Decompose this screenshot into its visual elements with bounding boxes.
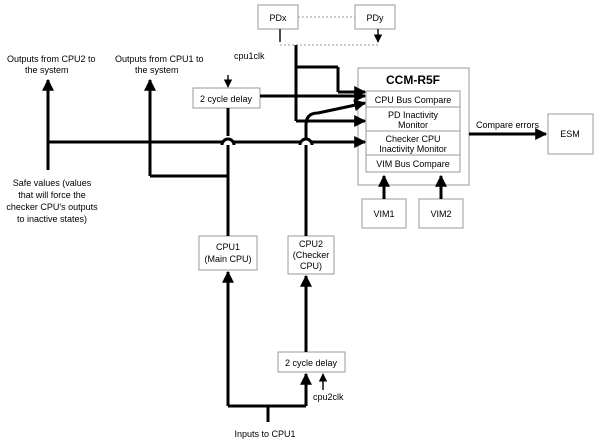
- esm-block: [547, 113, 594, 155]
- cpu2-to-compare-arrow: [317, 99, 367, 115]
- cpu1-label-1: CPU1: [216, 242, 240, 252]
- safe-values-label-1: Safe values (values: [13, 178, 92, 188]
- delay-bottom-label: 2 cycle delay: [285, 358, 338, 368]
- cpu1-outputs-label-1: Outputs from CPU1 to: [115, 54, 204, 64]
- pdy-block: [354, 4, 396, 30]
- checker-inactivity-label-2: Inactivity Monitor: [379, 144, 447, 154]
- cpu2-label-2: (Checker: [293, 250, 330, 260]
- delay-top-label: 2 cycle delay: [200, 94, 253, 104]
- inputs-to-cpu1-label: Inputs to CPU1: [234, 429, 295, 439]
- vim1-block: [361, 198, 407, 229]
- cpu2-hop-mid: [298, 137, 314, 146]
- cpu2-label-1: CPU2: [299, 239, 323, 249]
- cpu2-outputs-label-1: Outputs from CPU2 to: [7, 54, 96, 64]
- cpu2-label-3: CPU): [300, 261, 322, 271]
- cpu1clk-label: cpu1clk: [234, 51, 265, 61]
- compare-errors-label: Compare errors: [476, 120, 540, 130]
- vim1-label: VIM1: [373, 209, 394, 219]
- vim-bus-compare-block: [365, 154, 461, 173]
- cpu-bus-compare-label: CPU Bus Compare: [375, 95, 452, 105]
- safe-values-label-2: that will force the: [18, 190, 86, 200]
- cpu1-outputs-label-2: the system: [135, 65, 179, 75]
- checker-inactivity-label-1: Checker CPU: [385, 134, 440, 144]
- cpu2-outputs-label-2: the system: [25, 65, 69, 75]
- cpu2-curve: [304, 111, 319, 126]
- pd-inactivity-label-1: PD Inactivity: [388, 110, 439, 120]
- pdx-block: [257, 4, 299, 30]
- vim2-label: VIM2: [430, 209, 451, 219]
- cpu1-block: [198, 235, 258, 271]
- cpu2-block: [287, 235, 335, 275]
- esm-label: ESM: [560, 129, 580, 139]
- pd-inactivity-label-2: Monitor: [398, 120, 428, 130]
- cpu2clk-label: cpu2clk: [313, 392, 344, 402]
- pdy-label: PDy: [366, 13, 384, 23]
- safe-values-label-4: to inactive states): [17, 214, 87, 224]
- safe-values-label-3: checker CPU's outputs: [6, 202, 98, 212]
- checker-cpu-inactivity-monitor-block: [365, 130, 461, 156]
- delay-block-bottom: [277, 351, 346, 373]
- cpu1-hop-mid: [220, 137, 236, 146]
- vim-bus-compare-label: VIM Bus Compare: [376, 159, 450, 169]
- cpu1-label-2: (Main CPU): [204, 254, 251, 264]
- vim2-block: [418, 198, 464, 229]
- ccm-title: CCM-R5F: [386, 73, 440, 87]
- pdx-label: PDx: [269, 13, 287, 23]
